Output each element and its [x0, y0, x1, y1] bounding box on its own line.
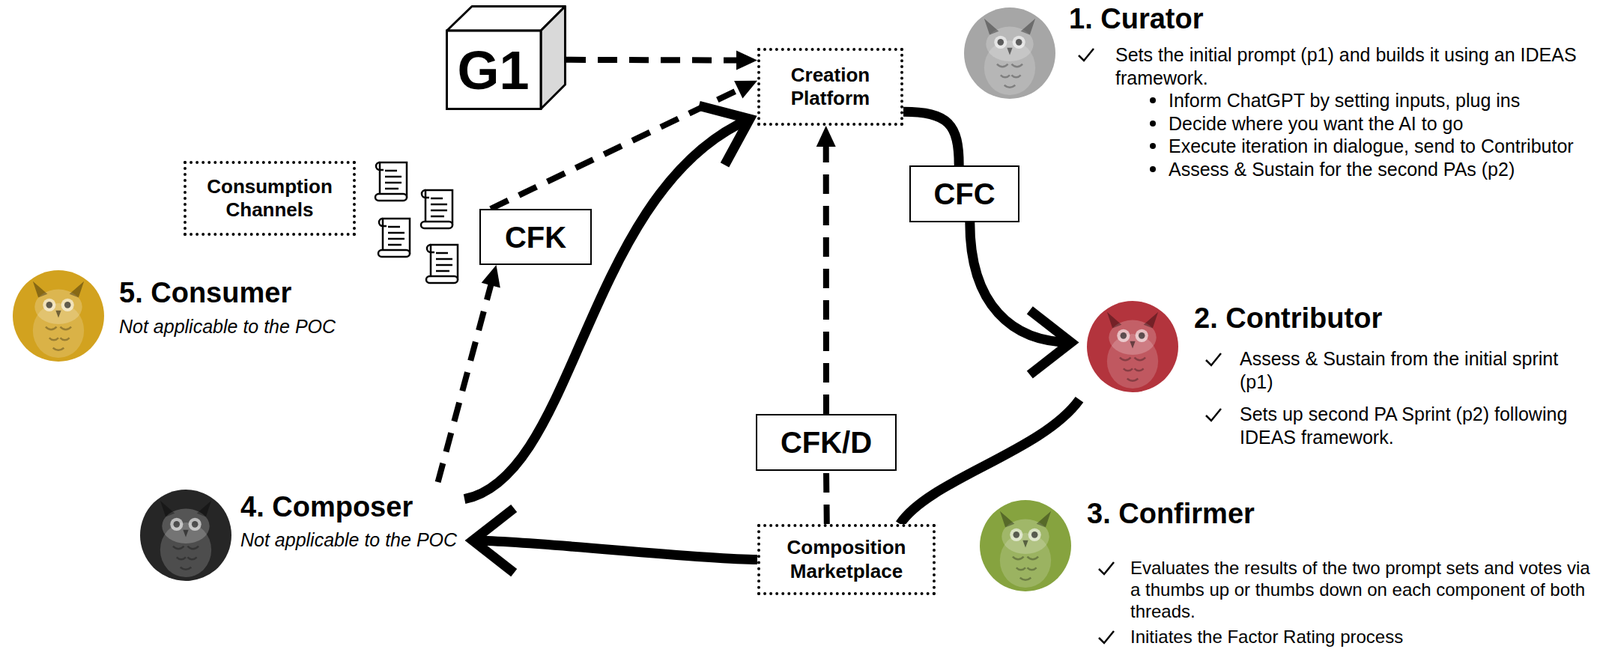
chevron-head: [1029, 310, 1072, 375]
cycle-arc: [899, 400, 1080, 525]
role-duty: Not applicable to the POC: [119, 315, 336, 338]
chevron-head: [472, 508, 514, 574]
connector: [899, 400, 1080, 525]
connector: [464, 105, 750, 499]
connector: [826, 471, 828, 525]
check-mark: [1203, 349, 1224, 370]
check-mark: [1096, 627, 1117, 648]
role-duty: Execute iteration in dialogue, send to C…: [1168, 134, 1574, 159]
owl-portrait: [979, 500, 1072, 592]
check-mark: [1203, 405, 1224, 425]
role-heading: 5. Consumer: [119, 277, 292, 310]
marketplace-box: Composition Marketplace: [757, 524, 936, 596]
cycle-arc: [472, 540, 758, 560]
dashed-link: [823, 471, 830, 525]
role-duty: Not applicable to the POC: [240, 528, 457, 552]
role-duty: Assess & Sustain from the initial sprint…: [1239, 347, 1574, 395]
box-label: Consumption Channels: [194, 175, 346, 222]
connector: [816, 125, 836, 415]
owl-portrait: [140, 489, 232, 582]
role-duty: Sets up second PA Sprint (p2) following …: [1239, 402, 1574, 450]
role-duty: Evaluates the results of the two prompt …: [1130, 557, 1592, 623]
connector: [970, 222, 1072, 376]
box-label: CFK: [504, 219, 567, 256]
arrow-head: [734, 80, 758, 99]
role-duty: Assess & Sustain for the second PAs (p2): [1168, 158, 1515, 182]
box-label: CFK/D: [780, 424, 872, 461]
connector: [566, 50, 758, 71]
role-node: 3. ConfirmerEvaluates the results of the…: [972, 491, 1599, 656]
role-node: 4. ComposerNot applicable to the POC: [132, 482, 465, 589]
arrow-head: [736, 50, 758, 71]
role-heading: 1. Curator: [1068, 3, 1203, 36]
box-label: CFC: [933, 176, 995, 212]
connector: [472, 508, 758, 574]
cycle-arc: [903, 111, 959, 166]
flow-box: CFK/D: [755, 414, 897, 472]
owl-portrait: [964, 7, 1056, 99]
scroll-icon: [378, 218, 410, 257]
dashed-link: [438, 279, 493, 483]
platform-box: Creation Platform: [757, 47, 904, 126]
arrow-head: [481, 265, 501, 288]
owl-portrait: [1086, 301, 1179, 393]
owl-portrait: [12, 270, 105, 362]
chevron-head: [698, 105, 750, 165]
role-duty: Inform ChatGPT by setting inputs, plug i…: [1168, 89, 1520, 113]
bullet-dot: [1149, 120, 1156, 127]
dashed-link: [566, 56, 743, 64]
cycle-arc: [464, 119, 750, 500]
arrow-head: [816, 125, 836, 147]
check-mark: [1096, 558, 1117, 579]
connector: [438, 265, 501, 483]
box-label: Composition Marketplace: [767, 536, 926, 583]
box-label: G1: [456, 38, 529, 103]
role-node: 1. CuratorSets the initial prompt (p1) a…: [956, 0, 1595, 189]
check-mark: [1076, 44, 1096, 65]
role-heading: 2. Contributor: [1194, 303, 1383, 335]
role-heading: 3. Confirmer: [1086, 498, 1255, 531]
role-duty: Initiates the Factor Rating process: [1130, 626, 1403, 648]
role-duty: Decide where you want the AI to go: [1168, 112, 1463, 136]
g1-cube: G1: [445, 5, 567, 111]
role-node: 2. ContributorAssess & Sustain from the …: [1079, 293, 1581, 457]
role-heading: 4. Composer: [240, 492, 413, 524]
flow-box: CFC: [909, 165, 1020, 223]
bullet-dot: [1149, 97, 1156, 104]
channel-box: Consumption Channels: [183, 161, 356, 236]
scroll-icon: [426, 244, 458, 284]
dashed-link: [823, 140, 830, 415]
flow-box: CFK: [479, 208, 592, 266]
connector: [903, 111, 959, 166]
bullet-dot: [1149, 143, 1156, 150]
box-label: Creation Platform: [767, 63, 893, 111]
role-duty: Sets the initial prompt (p1) and builds …: [1115, 43, 1588, 90]
scroll-icon: [375, 162, 407, 201]
role-node: 5. ConsumerNot applicable to the POC: [5, 262, 344, 370]
bullet-dot: [1149, 166, 1156, 173]
scroll-icon: [420, 190, 453, 229]
